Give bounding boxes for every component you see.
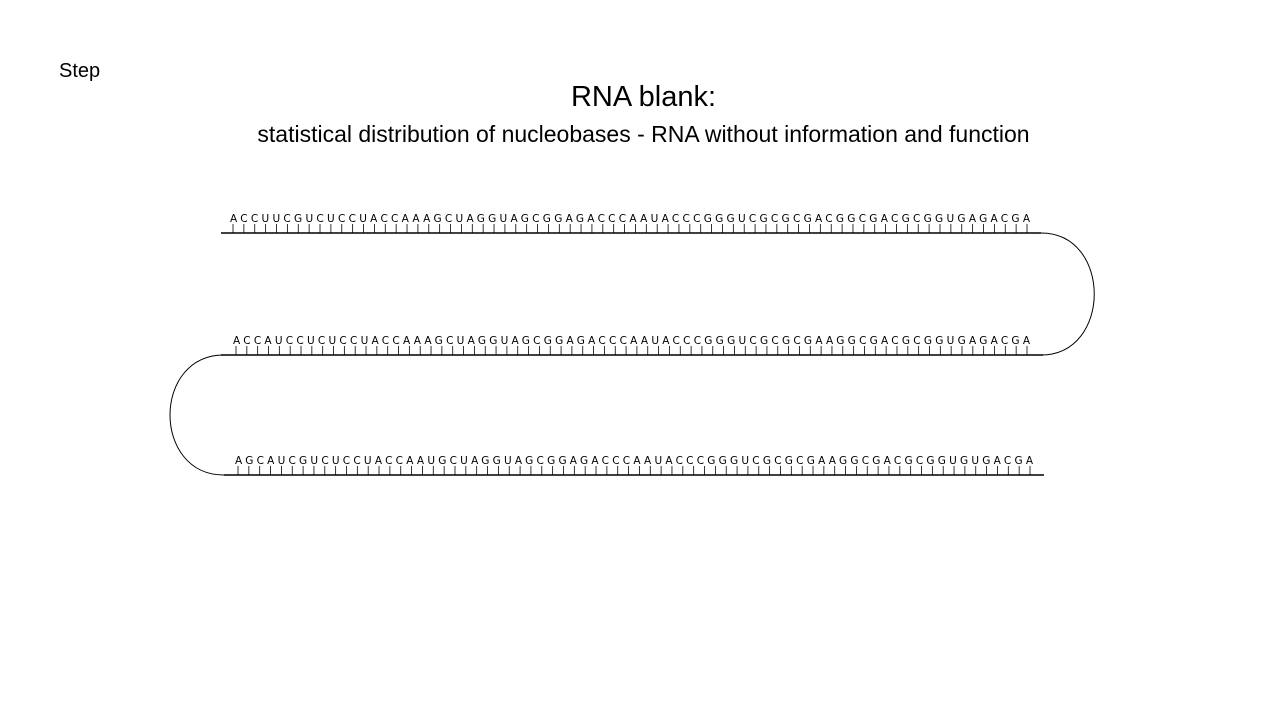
sequence-3: AGCAUCGUCUCCUACCAAUGCUAGGUAGCGGAGACCCAAU… — [235, 455, 1034, 467]
sequence-2: ACCAUCCUCUCCUACCAAAGCUAGGUAGCGGAGACCCAAU… — [233, 335, 1031, 347]
slide-subtitle: statistical distribution of nucleobases … — [257, 121, 1030, 147]
strand-row-3: AGCAUCGUCUCCUACCAAUGCUAGGUAGCGGAGACCCAAU… — [224, 455, 1044, 476]
base-ticks-2 — [235, 346, 1028, 355]
base-ticks-3 — [237, 466, 1031, 475]
strand-row-1: ACCUUCGUCUCCUACCAAAGCUAGGUAGCGGAGACCCAAU… — [221, 213, 1041, 234]
base-ticks-1 — [232, 224, 1028, 233]
sequence-1: ACCUUCGUCUCCUACCAAAGCUAGGUAGCGGAGACCCAAU… — [230, 213, 1031, 225]
connector-loop-left — [169, 354, 225, 476]
step-label: Step — [59, 60, 101, 82]
connector-loop-right — [1040, 232, 1095, 356]
slide-title: RNA blank: — [570, 81, 717, 113]
strand-row-2: ACCAUCCUCUCCUACCAAAGCUAGGUAGCGGAGACCCAAU… — [221, 335, 1043, 356]
